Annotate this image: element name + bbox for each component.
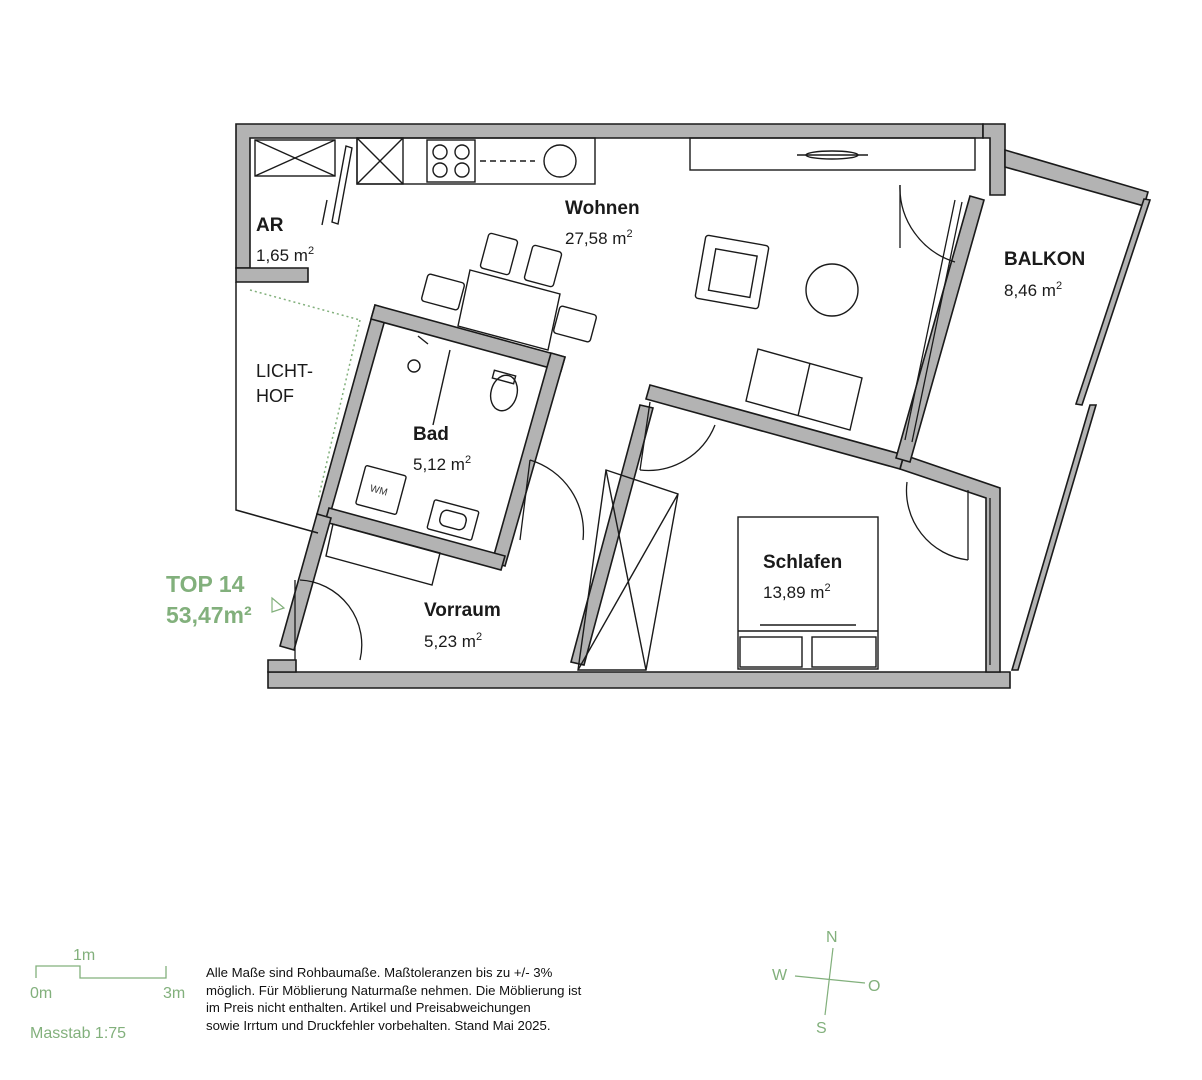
disclaimer-line: Alle Maße sind Rohbaumaße. Maßtoleranzen… [206,965,553,980]
room-name-lichthof-line1: LICHT- [256,361,313,381]
disclaimer: Alle Maße sind Rohbaumaße. Maßtoleranzen… [206,964,686,1034]
disclaimer-line: möglich. Für Möblierung Naturmaße nehmen… [206,982,582,998]
room-name-ar: AR [256,215,284,236]
unit-label: TOP 14 [166,571,245,597]
compass-icon [794,947,866,1016]
vorraum-furniture [325,469,679,671]
compass-n: N [826,929,838,946]
compass-w: W [772,967,788,984]
room-name-wohnen: Wohnen [565,198,640,219]
room-name-schlafen: Schlafen [763,552,842,573]
living-furniture [694,234,863,431]
room-area-vorraum: 5,23 m2 [424,631,482,651]
kitchen [356,137,976,185]
doors [294,184,991,665]
scale-bar [35,965,167,979]
lichthof-outline [235,282,361,534]
scale-mid-label: 1m [73,947,95,964]
bath-fixtures [355,335,519,541]
entrance-marker-icon [271,596,286,613]
room-area-schlafen: 13,89 m2 [763,582,831,602]
room-area-bad: 5,12 m2 [413,454,471,474]
room-labels: AR 1,65 m2 Wohnen 27,58 m2 BALKON 8,46 m… [256,198,1085,651]
washing-machine-label: WM [369,483,389,498]
room-name-lichthof-line2: HOF [256,386,294,406]
room-area-wohnen: 27,58 m2 [565,228,633,248]
room-name-balkon: BALKON [1004,249,1085,270]
scale-start-label: 0m [30,985,52,1002]
ar-storage [254,139,353,226]
scale-end-label: 3m [163,985,185,1002]
bed [737,516,879,670]
room-name-vorraum: Vorraum [424,600,501,621]
scale-text: Masstab 1:75 [30,1025,126,1042]
room-area-balkon: 8,46 m2 [1004,280,1062,300]
dining-set [420,232,598,351]
room-name-bad: Bad [413,424,449,445]
walls [235,123,1152,689]
compass-s: S [816,1020,827,1037]
disclaimer-line: sowie Irrtum und Druckfehler vorbehalten… [206,1017,551,1033]
disclaimer-line: im Preis nicht enthalten. Artikel und Pr… [206,1000,531,1015]
room-area-ar: 1,65 m2 [256,245,314,265]
compass-o: O [868,978,880,995]
unit-total-area: 53,47m² [166,602,252,628]
